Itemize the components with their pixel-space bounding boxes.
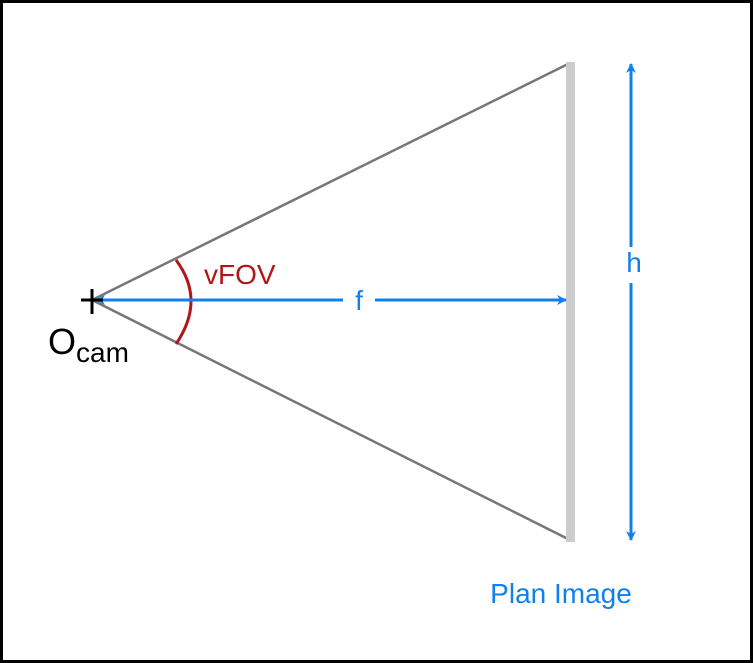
- height-label-bg: [618, 247, 646, 283]
- origin-subscript-text: cam: [76, 337, 129, 368]
- frustum-bottom-edge: [91, 298, 571, 542]
- frustum-top-edge: [91, 61, 571, 302]
- height-label: h: [626, 247, 642, 278]
- focal-length-label: f: [355, 285, 363, 316]
- focal-label-bg: [343, 283, 375, 319]
- image-plane-label: Plan Image: [490, 578, 632, 609]
- vfov-arc: [174, 259, 193, 345]
- camera-origin-label: Ocam: [48, 321, 129, 368]
- origin-main-text: O: [48, 321, 76, 362]
- image-plane: [566, 62, 575, 542]
- vfov-label: vFOV: [204, 259, 276, 290]
